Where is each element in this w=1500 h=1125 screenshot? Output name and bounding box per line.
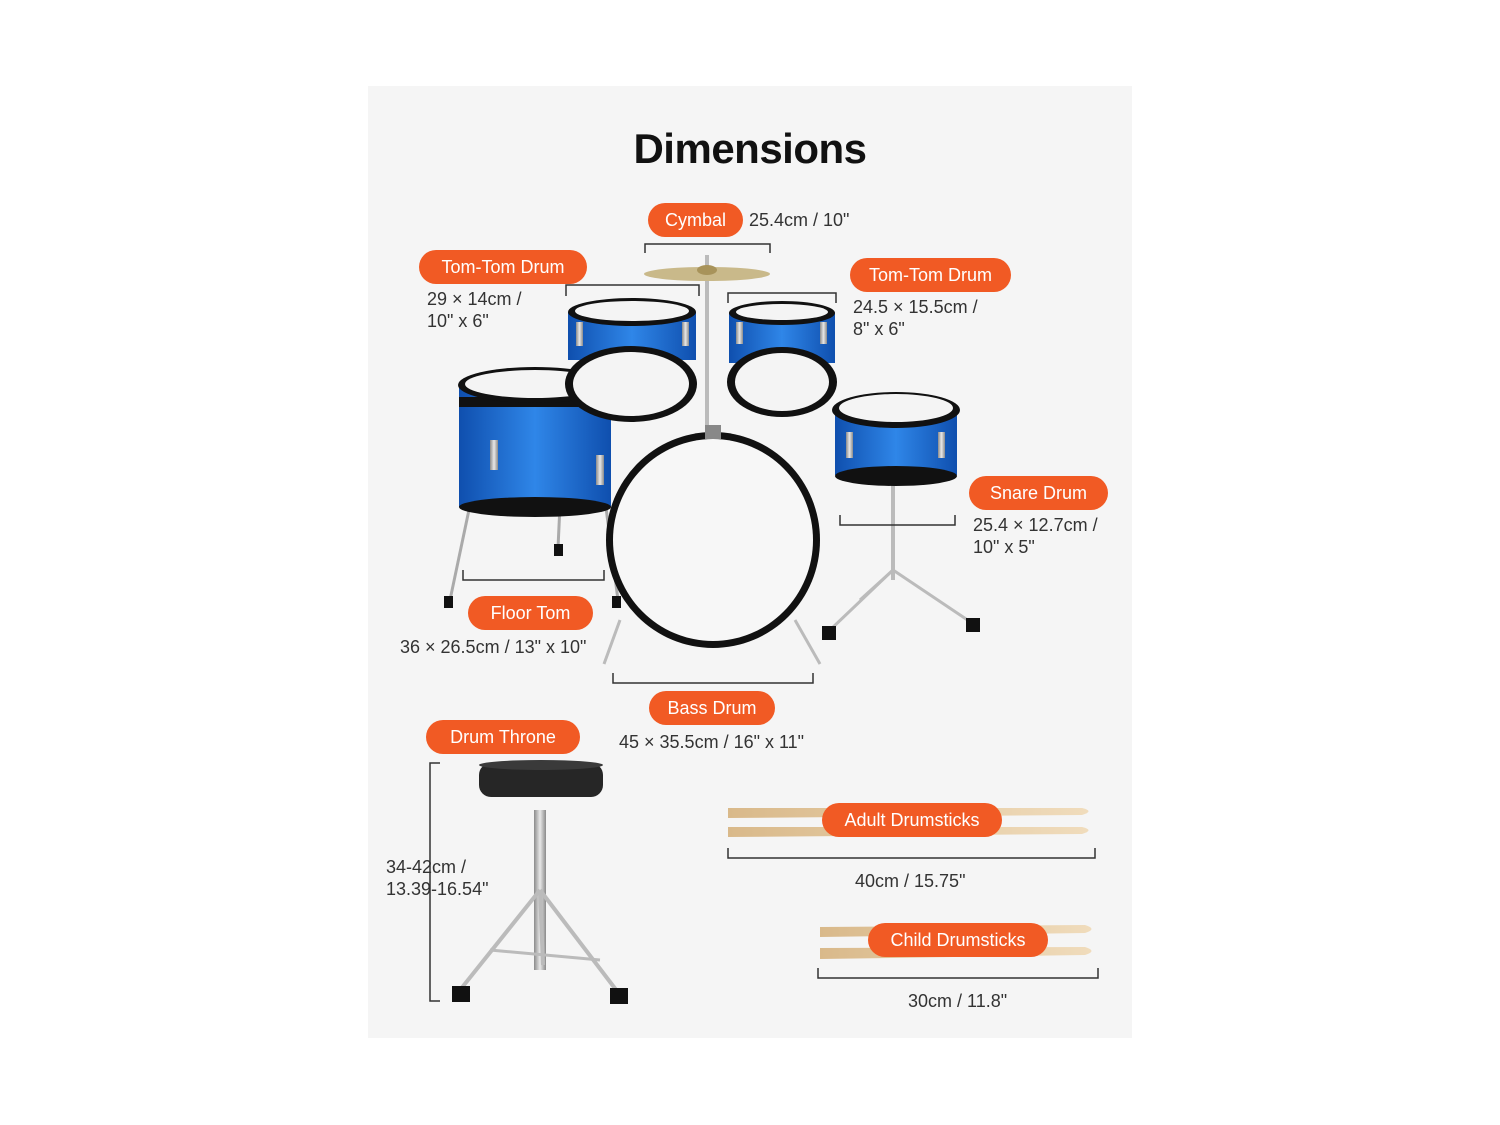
snare-drum-dimensions: 25.4 × 12.7cm / 10" x 5" <box>973 515 1098 557</box>
tom-right-bracket <box>727 292 837 303</box>
page-title: Dimensions <box>633 125 867 172</box>
cymbal-dimensions: 25.4cm / 10" <box>749 210 850 230</box>
adult-drumsticks-label: Adult Drumsticks <box>822 803 1002 837</box>
floor-tom-dimensions: 36 × 26.5cm / 13" x 10" <box>400 637 587 657</box>
tom-tom-right <box>727 301 837 417</box>
snare-drum <box>822 392 980 640</box>
tom-tom-right-dimensions: 24.5 × 15.5cm / 8" x 6" <box>853 297 978 339</box>
tom-tom-left-dimensions: 29 × 14cm / 10" x 6" <box>427 289 522 331</box>
floor-tom-bracket <box>462 570 605 581</box>
floor-tom-label: Floor Tom <box>468 596 593 630</box>
tom-tom-right-label: Tom-Tom Drum <box>850 258 1011 292</box>
adult-sticks-bracket <box>727 848 1096 859</box>
bass-drum-dimensions: 45 × 35.5cm / 16" x 11" <box>619 732 805 752</box>
cymbal-label: Cymbal <box>648 203 743 237</box>
bass-drum-label: Bass Drum <box>649 691 775 725</box>
child-drumsticks-dimensions: 30cm / 11.8" <box>908 991 1008 1011</box>
child-sticks-bracket <box>817 968 1099 979</box>
throne-bracket <box>429 762 440 1002</box>
measurement-brackets <box>429 243 1099 1002</box>
drum-throne-label: Drum Throne <box>426 720 580 754</box>
child-drumsticks-label: Child Drumsticks <box>868 923 1048 957</box>
bass-bracket <box>612 673 814 684</box>
snare-drum-label: Snare Drum <box>969 476 1108 510</box>
tom-tom-left <box>565 298 697 422</box>
bass-drum <box>602 425 822 665</box>
tom-tom-left-label: Tom-Tom Drum <box>419 250 587 284</box>
cymbal <box>644 255 770 430</box>
cymbal-bracket <box>644 243 771 253</box>
snare-bracket <box>839 515 956 526</box>
drum-throne-dimensions: 34-42cm / 13.39-16.54" <box>386 857 489 899</box>
drum-throne <box>452 760 628 1004</box>
tom-left-bracket <box>565 284 700 296</box>
adult-drumsticks-dimensions: 40cm / 15.75" <box>855 871 966 891</box>
